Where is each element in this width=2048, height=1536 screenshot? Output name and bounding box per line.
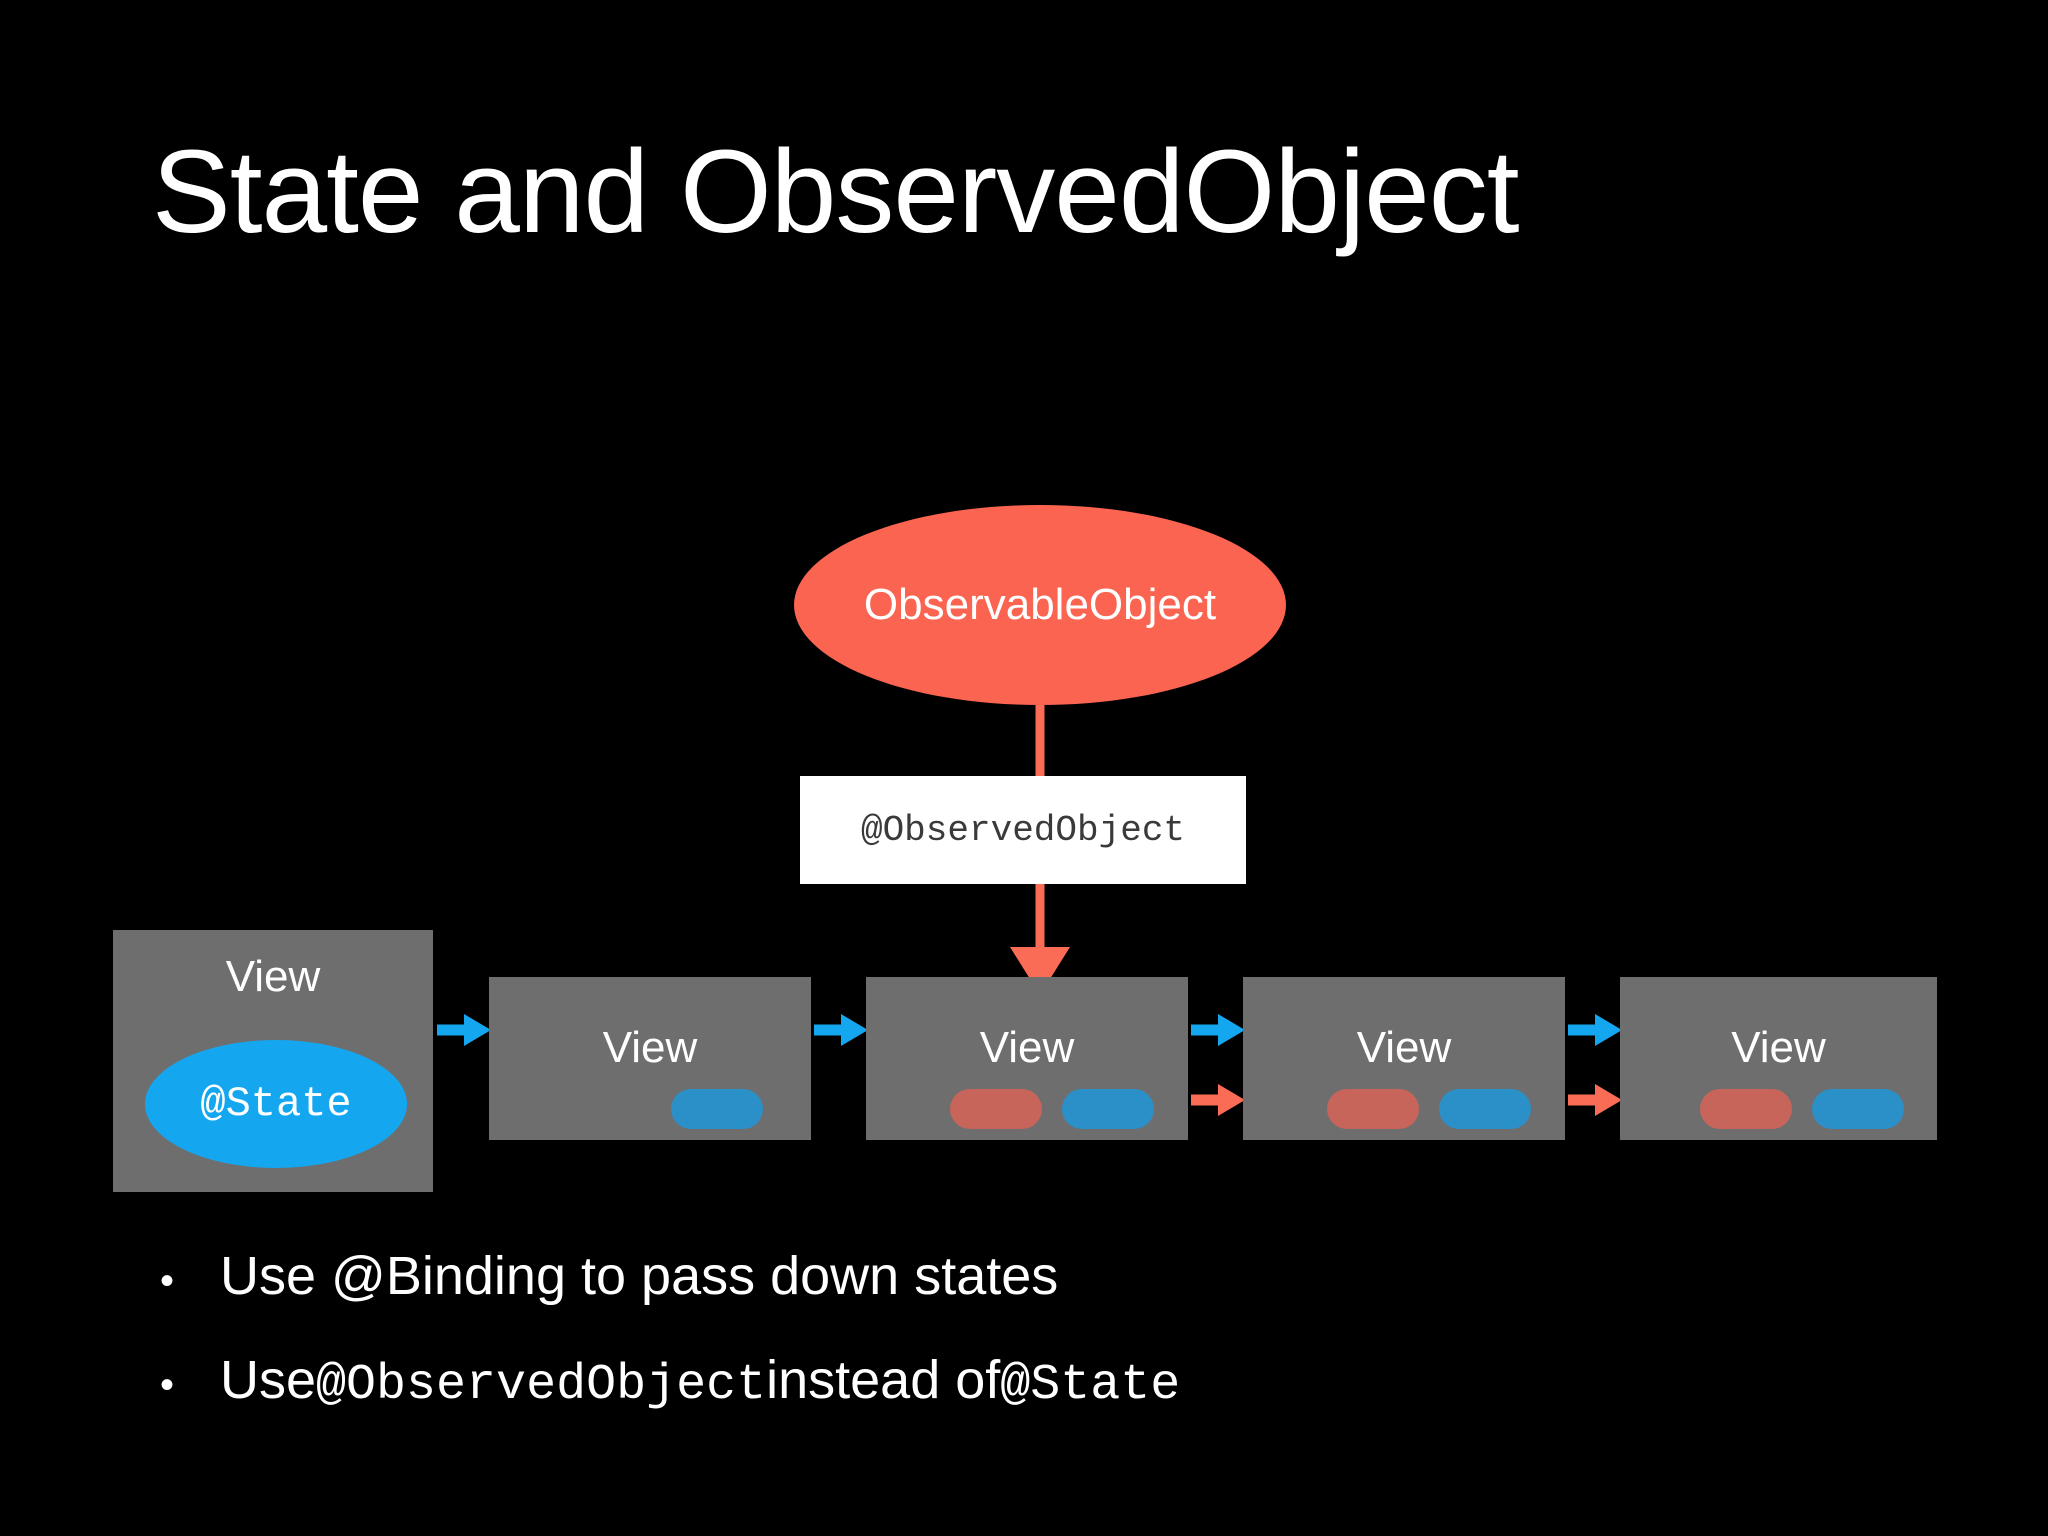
observed-pill-red-3 xyxy=(950,1089,1042,1129)
page-title: State and ObservedObject xyxy=(152,126,1520,258)
view-box-4-label: View xyxy=(1356,1023,1452,1072)
blue-binding-arrow-2 xyxy=(814,1014,868,1046)
view-box-3[interactable]: View xyxy=(866,977,1188,1140)
view-box-4[interactable]: View xyxy=(1243,977,1565,1140)
binding-pill-blue-2 xyxy=(671,1089,763,1129)
view-box-5-label: View xyxy=(1731,1023,1826,1072)
binding-pill-blue-4 xyxy=(1439,1089,1531,1129)
bullet-item-2-code-observedobject: @ObservedObject xyxy=(316,1357,767,1414)
bullet-item-2-text-part-1: Use xyxy=(220,1350,317,1410)
bullet-dot-icon: • xyxy=(160,1363,175,1407)
observed-pill-red-4 xyxy=(1327,1089,1419,1129)
observable-object-node[interactable]: ObservableObject xyxy=(794,505,1286,705)
bullet-item-2: • Use @ObservedObject instead of @State xyxy=(160,1349,1860,1414)
bullet-list: • Use @Binding to pass down states • Use… xyxy=(160,1245,1860,1456)
bullet-dot-icon: • xyxy=(160,1259,175,1303)
blue-binding-arrow-3 xyxy=(1191,1014,1245,1046)
bullet-item-1: • Use @Binding to pass down states xyxy=(160,1245,1860,1307)
red-observed-arrow-1 xyxy=(1191,1084,1245,1116)
observed-pill-red-5 xyxy=(1700,1089,1792,1129)
binding-pill-blue-5 xyxy=(1812,1089,1904,1129)
view-box-2[interactable]: View xyxy=(489,977,811,1140)
blue-binding-arrow-1 xyxy=(437,1014,491,1046)
blue-binding-arrow-4 xyxy=(1568,1014,1622,1046)
bullet-item-2-code-state: @State xyxy=(1000,1357,1181,1414)
binding-pill-blue-3 xyxy=(1062,1089,1154,1129)
view-box-5[interactable]: View xyxy=(1620,977,1937,1140)
bullet-item-1-text: Use @Binding to pass down states xyxy=(220,1246,1059,1306)
observed-object-box[interactable]: @ObservedObject xyxy=(800,776,1246,884)
red-observed-arrow-2 xyxy=(1568,1084,1622,1116)
view-box-3-label: View xyxy=(979,1023,1075,1072)
bullet-item-2-text-part-2: instead of xyxy=(766,1350,1001,1410)
state-node[interactable]: @State xyxy=(145,1040,407,1168)
view-box-1-label: View xyxy=(225,952,321,1001)
view-box-2-label: View xyxy=(602,1023,698,1072)
